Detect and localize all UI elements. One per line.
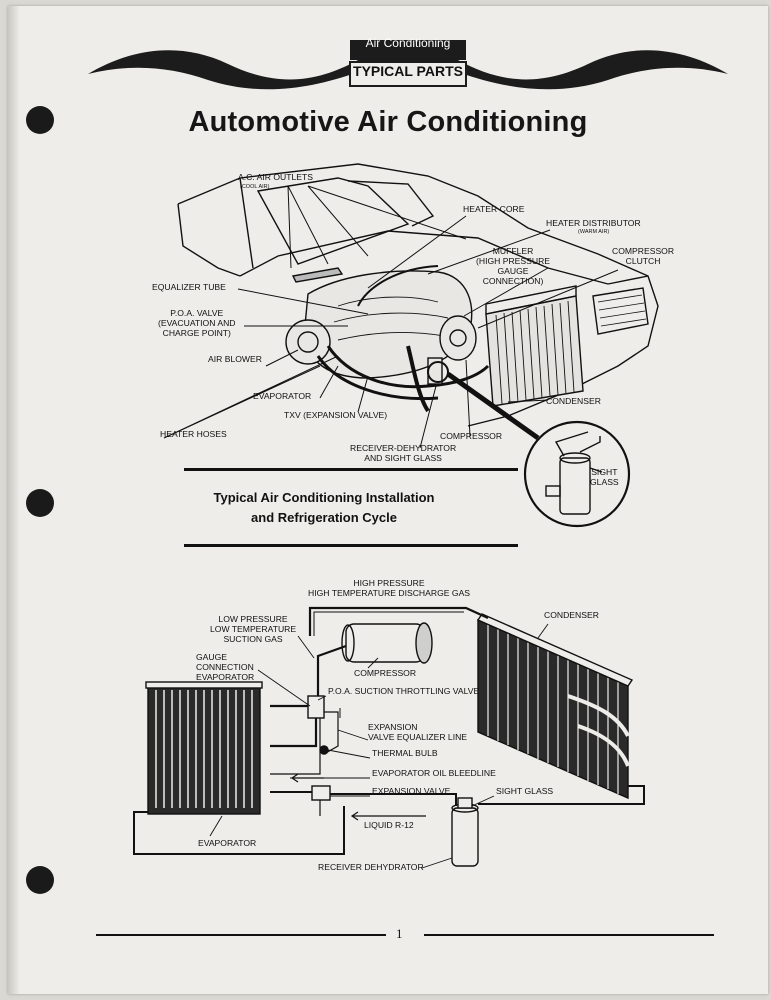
label-evaporator-2: EVAPORATOR xyxy=(198,838,257,848)
label-thermal-bulb: THERMAL BULB xyxy=(372,748,438,758)
caption-rule-bottom xyxy=(184,544,518,547)
label-compressor: COMPRESSOR xyxy=(440,431,503,441)
label-heater-distributor-sub: (WARM AIR) xyxy=(578,229,610,235)
binder-hole xyxy=(26,866,54,894)
label-liquid-r12: LIQUID R-12 xyxy=(364,820,414,830)
refrigeration-cycle-diagram xyxy=(133,606,645,869)
label-receiver-dehydrator: RECEIVER-DEHYDRATOR AND SIGHT GLASS xyxy=(350,443,457,463)
label-condenser: CONDENSER xyxy=(546,396,601,406)
label-oil-bleedline: EVAPORATOR OIL BLEEDLINE xyxy=(372,768,496,778)
label-gauge-connection: GAUGE CONNECTION EVAPORATOR xyxy=(196,652,255,682)
car-installation-illustration xyxy=(163,163,659,528)
label-exp-equalizer: EXPANSION VALVE EQUALIZER LINE xyxy=(368,722,468,742)
label-poa-throttling: P.O.A. SUCTION THROTTLING VALVE xyxy=(328,686,480,696)
label-txv: TXV (EXPANSION VALVE) xyxy=(284,410,388,420)
label-sight-glass-2: SIGHT GLASS xyxy=(496,786,554,796)
label-muffler: MUFFLER (HIGH PRESSURE GAUGE CONNECTION) xyxy=(476,246,551,286)
label-heater-distributor: HEATER DISTRIBUTOR xyxy=(546,218,641,228)
binder-hole xyxy=(26,106,54,134)
header-wave-banner xyxy=(88,40,728,90)
page-fold-shadow xyxy=(8,6,20,994)
label-ac-outlets-sub: (COOL AIR) xyxy=(240,184,270,190)
label-equalizer-tube: EQUALIZER TUBE xyxy=(152,282,226,292)
manual-page: Air Conditioning TYPICAL PARTS Automotiv… xyxy=(8,6,768,994)
footer-rule-right xyxy=(424,934,714,936)
label-heater-hoses: HEATER HOSES xyxy=(160,429,227,439)
page-title: Automotive Air Conditioning xyxy=(188,106,588,138)
page-number: 1 xyxy=(396,926,403,941)
label-poa-valve: P.O.A. VALVE (EVACUATION AND CHARGE POIN… xyxy=(158,308,236,338)
label-ac-outlets: A.C. AIR OUTLETS xyxy=(238,172,313,182)
label-low-pressure: LOW PRESSURE LOW TEMPERATURE SUCTION GAS xyxy=(210,614,297,644)
label-sight-glass: SIGHT GLASS xyxy=(590,467,619,487)
label-heater-core: HEATER CORE xyxy=(463,204,525,214)
binder-hole xyxy=(26,489,54,517)
label-expansion-valve: EXPANSION VALVE xyxy=(372,786,451,796)
caption-line-2: and Refrigeration Cycle xyxy=(251,510,397,525)
section-label: Air Conditioning xyxy=(365,36,451,50)
label-high-pressure: HIGH PRESSURE HIGH TEMPERATURE DISCHARGE… xyxy=(308,578,471,598)
label-condenser-2: CONDENSER xyxy=(544,610,599,620)
label-compressor-clutch: COMPRESSOR CLUTCH xyxy=(612,246,675,266)
caption-rule-top xyxy=(184,468,518,471)
label-air-blower: AIR BLOWER xyxy=(208,354,262,364)
footer-rule-left xyxy=(96,934,386,936)
label-compressor-2: COMPRESSOR xyxy=(354,668,417,678)
subsection-label: TYPICAL PARTS xyxy=(353,63,463,79)
label-evaporator: EVAPORATOR xyxy=(253,391,312,401)
label-receiver-dehydrator-2: RECEIVER DEHYDRATOR xyxy=(318,862,424,872)
caption-line-1: Typical Air Conditioning Installation xyxy=(213,490,435,505)
